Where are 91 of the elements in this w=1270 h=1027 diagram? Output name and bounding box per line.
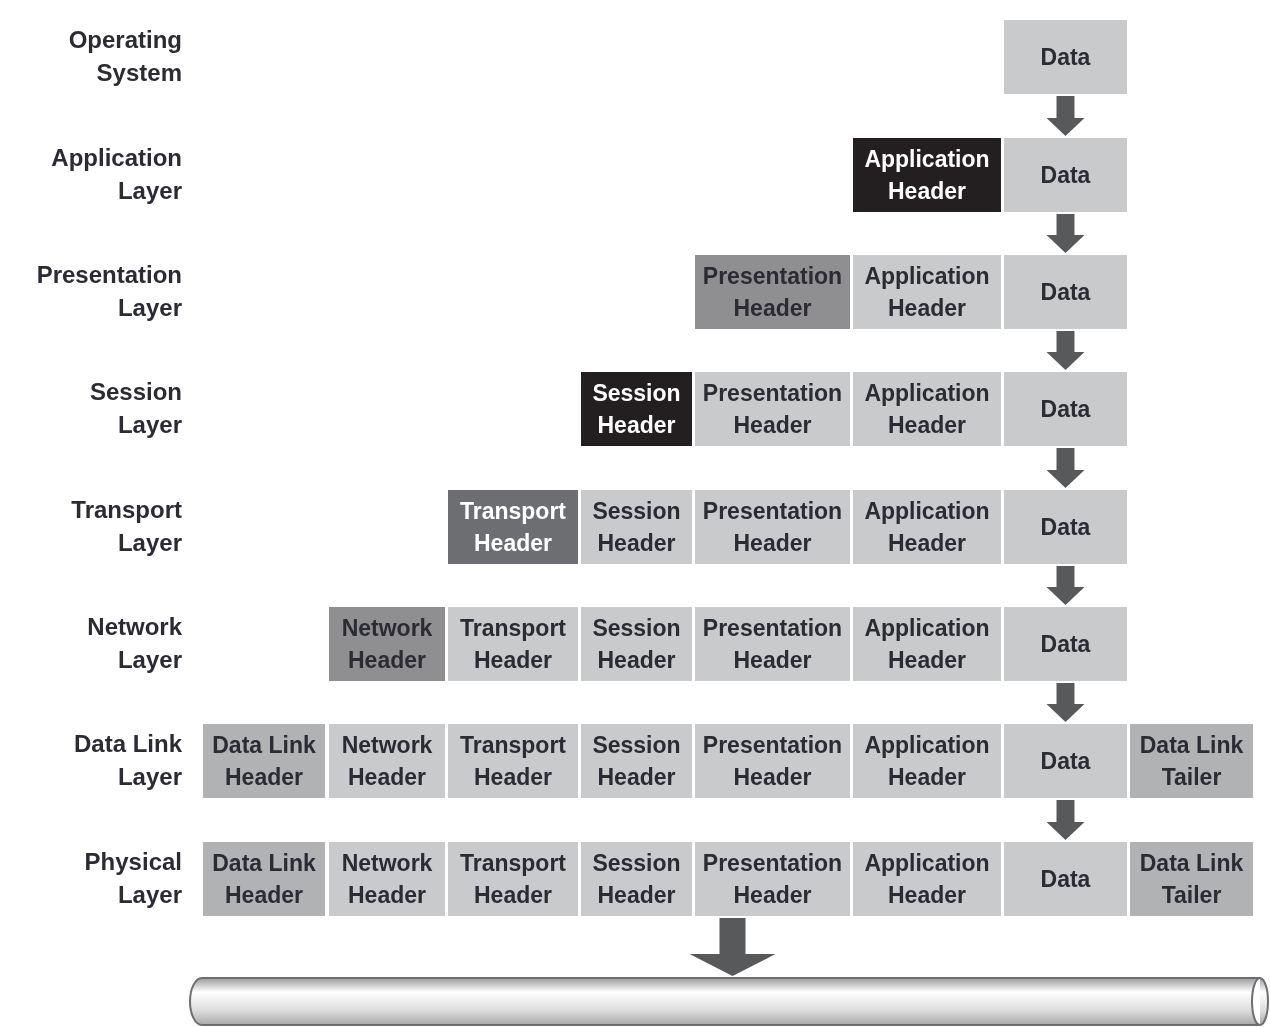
header-block [581, 372, 692, 446]
block-label: Data Link Tailer [1138, 849, 1245, 910]
block-label: Session Header [591, 849, 682, 910]
arrow [1046, 96, 1085, 136]
block-label: Data [1040, 865, 1091, 894]
block-label: Presentation Header [701, 262, 844, 323]
header-block [1004, 607, 1127, 681]
block-label: Application Header [863, 849, 991, 910]
block-label: Presentation Header [701, 849, 844, 910]
block-label: Data [1040, 747, 1091, 776]
header-block [329, 842, 445, 916]
layer-label: Network Layer [86, 612, 182, 675]
header-block [853, 607, 1001, 681]
header-block [581, 724, 692, 798]
header-block [581, 842, 692, 916]
arrow [1046, 566, 1085, 605]
header-block [853, 490, 1001, 564]
header-block [853, 842, 1001, 916]
header-block [1004, 372, 1127, 446]
header-block [329, 724, 445, 798]
layer-label: Physical Layer [83, 847, 182, 910]
block-label: Session Header [591, 497, 682, 558]
header-block [1130, 842, 1253, 916]
arrow [689, 918, 776, 976]
block-label: Presentation Header [701, 614, 844, 675]
block-label: Session Header [591, 614, 682, 675]
header-block [853, 724, 1001, 798]
header-block [329, 607, 445, 681]
layer-label: Presentation Layer [35, 260, 182, 323]
header-block [581, 490, 692, 564]
header-block [695, 255, 850, 329]
block-label: Data [1040, 43, 1091, 72]
layer-label: Session Layer [88, 377, 182, 440]
block-label: Network Header [340, 614, 434, 675]
arrow [1046, 448, 1085, 488]
header-block [203, 842, 325, 916]
layer-label: Operating System [67, 25, 182, 88]
layer-label: Application Layer [50, 143, 182, 206]
arrow [1046, 683, 1085, 722]
header-block [581, 607, 692, 681]
header-block [853, 138, 1001, 212]
block-label: Transport Header [458, 614, 568, 675]
block-label: Application Header [863, 614, 991, 675]
block-label: Data [1040, 513, 1091, 542]
header-block [448, 607, 578, 681]
header-block [695, 490, 850, 564]
block-label: Data Link Header [211, 731, 317, 792]
block-label: Application Header [863, 497, 991, 558]
block-label: Transport Header [458, 731, 568, 792]
header-block [1004, 255, 1127, 329]
block-label: Presentation Header [701, 497, 844, 558]
header-block [448, 724, 578, 798]
block-label: Transport Header [458, 497, 568, 558]
header-block [448, 842, 578, 916]
block-label: Network Header [340, 731, 434, 792]
block-label: Session Header [591, 731, 682, 792]
header-block [695, 842, 850, 916]
header-block [1004, 20, 1127, 94]
header-block [203, 724, 325, 798]
header-block [853, 372, 1001, 446]
arrow [1046, 331, 1085, 370]
block-label: Presentation Header [701, 731, 844, 792]
header-block [448, 490, 578, 564]
header-block [1004, 138, 1127, 212]
arrow [1046, 214, 1085, 253]
block-label: Application Header [863, 262, 991, 323]
layer-label: Data Link Layer [72, 729, 182, 792]
block-label: Data Link Header [211, 849, 317, 910]
header-block [853, 255, 1001, 329]
block-label: Transport Header [458, 849, 568, 910]
header-block [1004, 724, 1127, 798]
block-label: Data [1040, 395, 1091, 424]
header-block [695, 724, 850, 798]
header-block [1004, 490, 1127, 564]
block-label: Data [1040, 161, 1091, 190]
block-label: Data [1040, 630, 1091, 659]
layer-label: Transport Layer [70, 495, 182, 558]
block-label: Session Header [591, 379, 682, 440]
cable-cylinder [189, 977, 1269, 1026]
header-block [1004, 842, 1127, 916]
block-label: Application Header [863, 145, 991, 206]
block-label: Data [1040, 278, 1091, 307]
block-label: Network Header [340, 849, 434, 910]
header-block [695, 607, 850, 681]
block-label: Presentation Header [701, 379, 844, 440]
header-block [1130, 724, 1253, 798]
block-label: Application Header [863, 379, 991, 440]
block-label: Data Link Tailer [1138, 731, 1245, 792]
arrow [1046, 800, 1085, 840]
header-block [695, 372, 850, 446]
block-label: Application Header [863, 731, 991, 792]
